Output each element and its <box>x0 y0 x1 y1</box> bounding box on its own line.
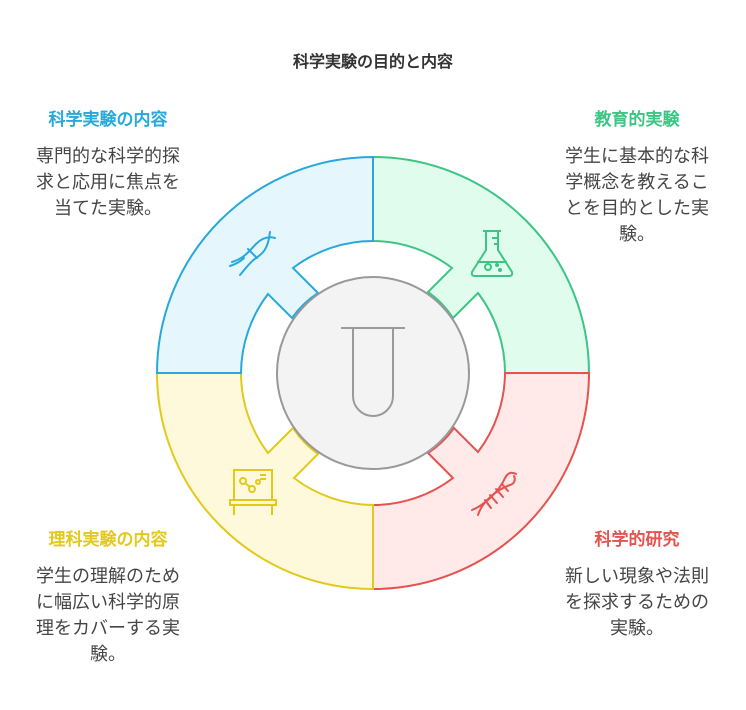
section-text-line: 実験。 <box>610 618 664 639</box>
dna-icon <box>229 231 276 276</box>
section-text-line: 専門的な科学的探 <box>36 146 180 167</box>
section-text-line: 学概念を教えるこ <box>565 172 709 193</box>
section-text-line: 験。 <box>90 644 126 665</box>
lab-bench-icon <box>229 469 277 515</box>
quadrant-top-left[interactable] <box>155 155 374 374</box>
flask-icon <box>470 230 514 277</box>
section-heading: 科学的研究 <box>594 530 680 550</box>
dna-helix-icon <box>471 471 517 516</box>
section-top-right: 教育的実験 学生に基本的な科 学概念を教えるこ とを目的とした実 験。 <box>547 108 727 248</box>
section-heading: 科学実験の内容 <box>48 110 168 130</box>
section-heading: 教育的実験 <box>594 110 680 130</box>
section-text-line: 学生に基本的な科 <box>565 146 709 167</box>
section-text-line: 当てた実験。 <box>54 198 162 219</box>
section-text-line: 学生の理解のため <box>36 566 180 587</box>
section-text-line: 新しい現象や法則 <box>565 566 709 587</box>
diagram-title: 科学実験の目的と内容 <box>292 52 453 71</box>
section-text-line: 理をカバーする実 <box>36 618 180 639</box>
section-text-line: とを目的とした実 <box>565 198 709 219</box>
section-bottom-right: 科学的研究 新しい現象や法則 を探求するための 実験。 <box>547 528 727 642</box>
section-text-line: 求と応用に焦点を <box>36 172 180 193</box>
section-heading: 理科実験の内容 <box>48 530 168 550</box>
test-tube-icon <box>341 327 405 417</box>
section-top-left: 科学実験の内容 専門的な科学的探 求と応用に焦点を 当てた実験。 <box>18 108 198 222</box>
section-bottom-left: 理科実験の内容 学生の理解のため に幅広い科学的原 理をカバーする実 験。 <box>18 528 198 668</box>
center-circle <box>276 276 470 470</box>
section-text-line: 験。 <box>619 224 655 245</box>
section-text-line: に幅広い科学的原 <box>36 592 180 613</box>
section-text-line: を探求するための <box>565 592 709 613</box>
